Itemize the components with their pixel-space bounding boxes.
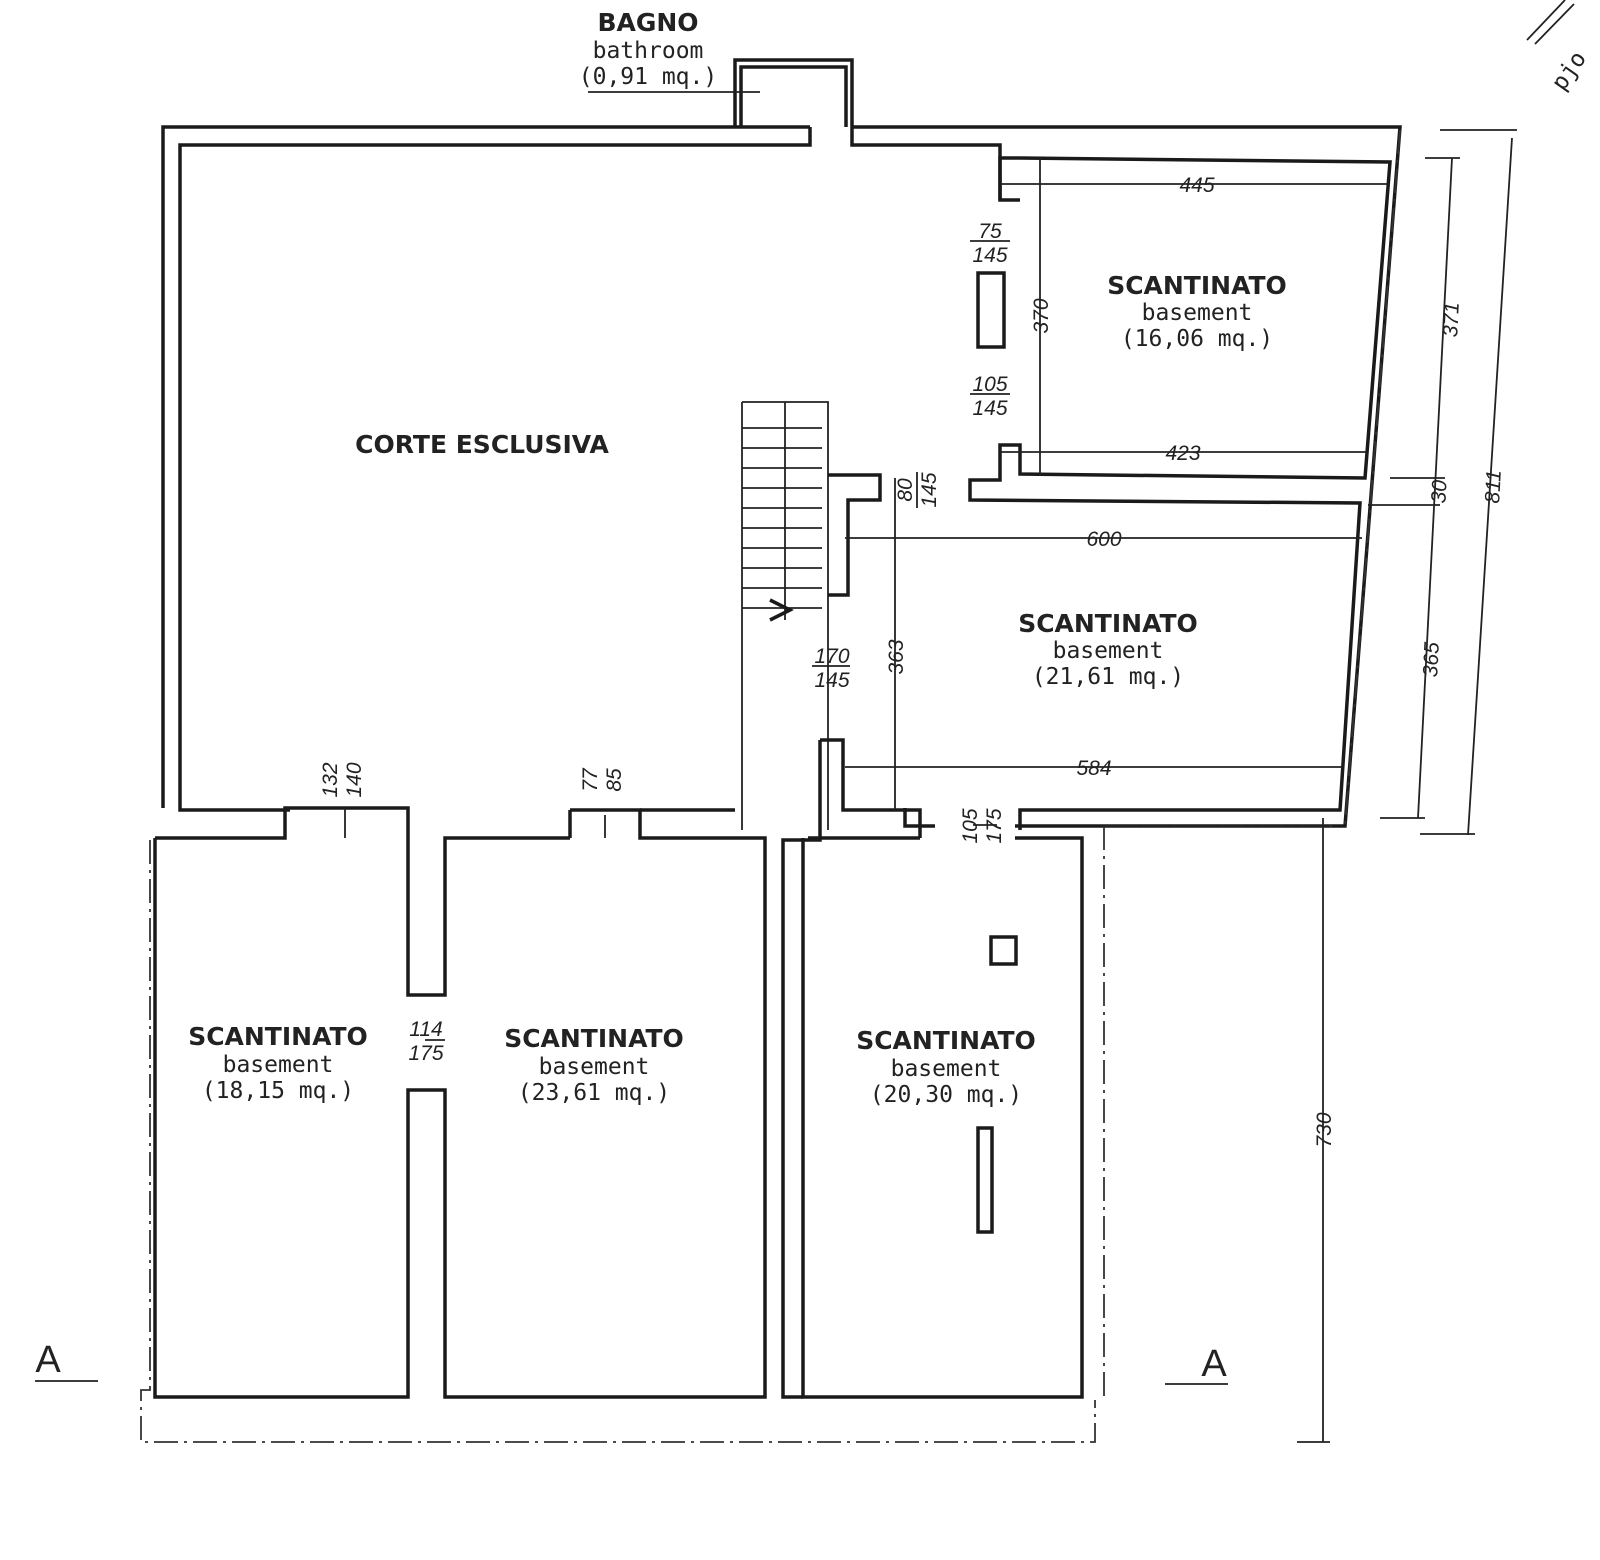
bathroom-walls — [733, 58, 854, 127]
room-area: (0,91 mq.) — [579, 64, 717, 90]
dim-e-height: 363 — [885, 639, 908, 674]
room-area: (18,15 mq.) — [202, 1078, 354, 1104]
dimension-labels: 445 423 370 371 600 584 363 365 30 811 7… — [885, 174, 1506, 1148]
opening-width: 105 — [959, 808, 982, 843]
room-title: SCANTINATO — [856, 1026, 1036, 1055]
staircase — [741, 401, 829, 830]
opening-width: 132 — [319, 762, 342, 797]
exterior-walls — [161, 125, 1402, 830]
room-subtitle: basement — [539, 1054, 650, 1080]
dim-wall: 30 — [1427, 479, 1451, 504]
opening-height: 175 — [408, 1042, 443, 1065]
pillar — [976, 1126, 994, 1234]
room-subtitle: basement — [1053, 638, 1164, 664]
dim-ne-top: 445 — [1179, 174, 1214, 197]
room-title: SCANTINATO — [188, 1022, 368, 1051]
room-basement-sw: SCANTINATO basement (18,15 mq.) — [188, 1022, 368, 1104]
dim-e-outer-height: 365 — [1419, 641, 1444, 678]
room-title: SCANTINATO — [504, 1024, 684, 1053]
room-basement-s: SCANTINATO basement (23,61 mq.) — [504, 1024, 684, 1106]
opening-width: 114 — [409, 1018, 442, 1041]
opening-width: 105 — [972, 373, 1007, 396]
dimension-lines — [35, 0, 1575, 1443]
opening-height: 175 — [983, 808, 1006, 843]
interior-walls — [153, 271, 1084, 1399]
room-area: (20,30 mq.) — [870, 1082, 1022, 1108]
room-area: (21,61 mq.) — [1032, 664, 1184, 690]
room-subtitle: basement — [223, 1052, 334, 1078]
room-title: BAGNO — [597, 8, 698, 37]
pillar — [976, 271, 1006, 349]
room-subtitle: bathroom — [593, 38, 704, 64]
opening-labels: 75 145 105 145 80 145 170 145 105 175 13… — [319, 220, 1008, 1065]
room-subtitle: basement — [1142, 300, 1253, 326]
opening-height: 145 — [814, 669, 849, 692]
room-basement-se: SCANTINATO basement (20,30 mq.) — [856, 1026, 1036, 1108]
property-boundary — [140, 129, 1401, 1443]
dim-lower-height: 730 — [1313, 1112, 1336, 1147]
opening-width: 75 — [978, 220, 1002, 243]
opening-height: 85 — [603, 768, 626, 792]
opening-width: 77 — [579, 767, 602, 792]
opening-height: 140 — [343, 762, 366, 797]
room-basement-ne: SCANTINATO basement (16,06 mq.) — [1107, 271, 1287, 352]
room-title: SCANTINATO — [1107, 271, 1287, 300]
section-mark-right: A — [1201, 1343, 1227, 1385]
dim-ne-outer-height: 371 — [1439, 302, 1464, 338]
section-mark-left: A — [35, 1339, 61, 1381]
room-area: (23,61 mq.) — [518, 1080, 670, 1106]
room-subtitle: basement — [891, 1056, 1002, 1082]
room-bathroom: BAGNO bathroom (0,91 mq.) — [579, 8, 717, 90]
pillar — [989, 935, 1018, 966]
opening-width: 170 — [814, 645, 849, 668]
room-area: (16,06 mq.) — [1121, 326, 1273, 352]
edge-text: pjo — [1547, 47, 1592, 96]
opening-height: 145 — [918, 472, 941, 507]
room-basement-e: SCANTINATO basement (21,61 mq.) — [1018, 609, 1198, 690]
dim-e-bottom: 584 — [1076, 757, 1111, 780]
dim-ne-bottom: 423 — [1165, 442, 1200, 465]
stair-arrow-icon — [769, 598, 794, 622]
dim-total-height: 811 — [1481, 469, 1506, 504]
room-courtyard-title: CORTE ESCLUSIVA — [355, 430, 609, 459]
dim-e-top: 600 — [1086, 528, 1121, 551]
opening-height: 145 — [972, 244, 1007, 267]
dim-ne-height: 370 — [1030, 298, 1053, 333]
opening-width: 80 — [894, 478, 917, 502]
room-title: SCANTINATO — [1018, 609, 1198, 638]
opening-height: 145 — [972, 397, 1007, 420]
